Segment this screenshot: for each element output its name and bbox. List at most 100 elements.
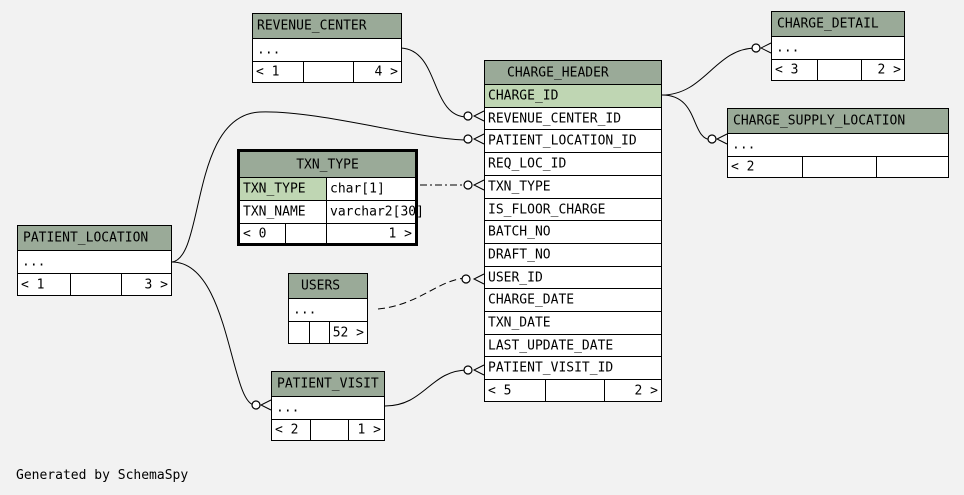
column-name: USER_ID [488,270,543,285]
crowfoot [715,133,728,145]
optional-circle [751,43,761,53]
table-body: ... [18,250,171,273]
column-row: CHARGE_DATE [485,288,661,311]
rel-patient-visit [384,369,469,407]
table-header: CHARGE_DETAIL [772,12,904,36]
crowfoot [472,273,485,285]
column-row: DRAFT_NO [485,243,661,266]
table-name: CHARGE_HEADER [507,65,609,80]
column-name: BATCH_NO [488,224,551,240]
table-footer: < 3 2 > [772,59,904,80]
columns-ellipsis: ... [293,302,317,318]
parents-count: < 1 [21,277,45,292]
column-name: REQ_LOC_ID [488,156,567,172]
crowfoot [472,179,485,191]
column-name: TXN_TYPE [243,181,306,197]
column-name: LAST_UPDATE_DATE [488,338,614,353]
column-name: CHARGE_ID [488,88,559,104]
column-name: TXN_TYPE [488,179,551,195]
column-row: REQ_LOC_ID [485,152,661,175]
parents-count: < 1 [256,64,280,80]
column-type: varchar2[30] [330,204,424,220]
table-header: PATIENT_VISIT [272,372,384,396]
optional-circle [463,111,473,121]
table-footer: < 5 2 > [485,379,661,401]
rel-revenue-center [400,47,469,118]
table-body: ... [272,396,384,419]
column-row: BATCH_NO [485,220,661,243]
column-name: PATIENT_VISIT_ID [488,360,614,376]
children-count: 3 > [144,277,168,292]
table-users[interactable]: USERS ... 52 > [288,273,368,344]
table-body: ... [772,36,904,59]
rel-charge-detail [661,47,757,96]
table-patient-location[interactable]: PATIENT_LOCATION ... < 1 3 > [17,225,172,296]
table-name: USERS [301,278,341,294]
table-footer: < 1 3 > [18,273,171,295]
column-row: LAST_UPDATE_DATE [485,334,661,356]
parents-count: < 2 [275,422,299,438]
crowfoot [472,364,485,376]
column-type: char[1] [330,181,385,197]
optional-circle [461,274,471,284]
optional-circle [463,134,473,144]
children-count: 4 > [374,64,398,80]
table-name: PATIENT_LOCATION [23,230,149,246]
parents-count: < 3 [775,62,799,78]
table-header: CHARGE_HEADER [485,61,661,84]
children-count: 2 > [634,383,658,398]
table-charge-detail[interactable]: CHARGE_DETAIL ... < 3 2 > [771,11,905,81]
table-charge-header[interactable]: CHARGE_HEADER CHARGE_ID REVENUE_CENTER_I… [484,60,662,402]
column-row: USER_ID [485,266,661,288]
table-name: PATIENT_VISIT [277,376,379,392]
table-name: TXN_TYPE [296,157,359,172]
table-footer: < 1 4 > [253,61,401,82]
columns-ellipsis: ... [732,137,756,153]
column-row: TXN_NAME varchar2[30] [240,200,424,223]
table-revenue-center[interactable]: REVENUE_CENTER ... < 1 4 > [252,13,402,83]
column-name: PATIENT_LOCATION_ID [488,133,637,149]
crowfoot [259,399,272,411]
column-name: CHARGE_DATE [488,292,575,308]
column-row: IS_FLOOR_CHARGE [485,198,661,220]
columns-ellipsis: ... [776,40,800,56]
rel-charge-supply-location [661,94,713,141]
column-row: REVENUE_CENTER_ID [485,107,661,129]
optional-circle [463,180,473,190]
table-name: CHARGE_DETAIL [777,16,879,32]
generated-by-footer: Generated by SchemaSpy [16,468,189,483]
children-count: 1 > [357,422,381,438]
children-count: 2 > [877,62,901,78]
table-header: USERS [289,274,367,298]
table-name: REVENUE_CENTER [257,18,367,34]
table-charge-supply-location[interactable]: CHARGE_SUPPLY_LOCATION ... < 2 [727,108,949,178]
crowfoot [472,110,485,122]
table-header: TXN_TYPE [240,152,415,177]
rel-patient-location-visit [171,261,256,406]
table-header: PATIENT_LOCATION [18,226,171,250]
rel-patient-location-header [171,111,469,263]
column-name: TXN_NAME [243,204,306,220]
column-row-charge-id: CHARGE_ID [485,84,661,107]
column-name: DRAFT_NO [488,247,551,263]
parents-count: < 2 [731,159,755,175]
table-patient-visit[interactable]: PATIENT_VISIT ... < 2 1 > [271,371,385,441]
table-body: ... [289,298,367,321]
table-header: REVENUE_CENTER [253,14,401,38]
table-txn-type[interactable]: TXN_TYPE TXN_TYPE char[1] TXN_NAME varch… [237,149,424,246]
table-footer: 52 > [289,321,367,343]
optional-circle [707,134,717,144]
optional-circle [463,365,473,375]
children-count: 1 > [388,226,412,241]
column-row: PATIENT_LOCATION_ID [485,129,661,152]
columns-ellipsis: ... [276,400,300,416]
parents-count: < 5 [488,383,512,398]
columns-ellipsis: ... [22,254,46,270]
column-name: IS_FLOOR_CHARGE [488,202,606,217]
crowfoot [472,133,485,145]
table-body: ... [728,133,948,156]
column-name: TXN_DATE [488,315,551,331]
optional-circle [251,400,261,410]
column-row: TXN_TYPE char[1] [240,177,415,200]
